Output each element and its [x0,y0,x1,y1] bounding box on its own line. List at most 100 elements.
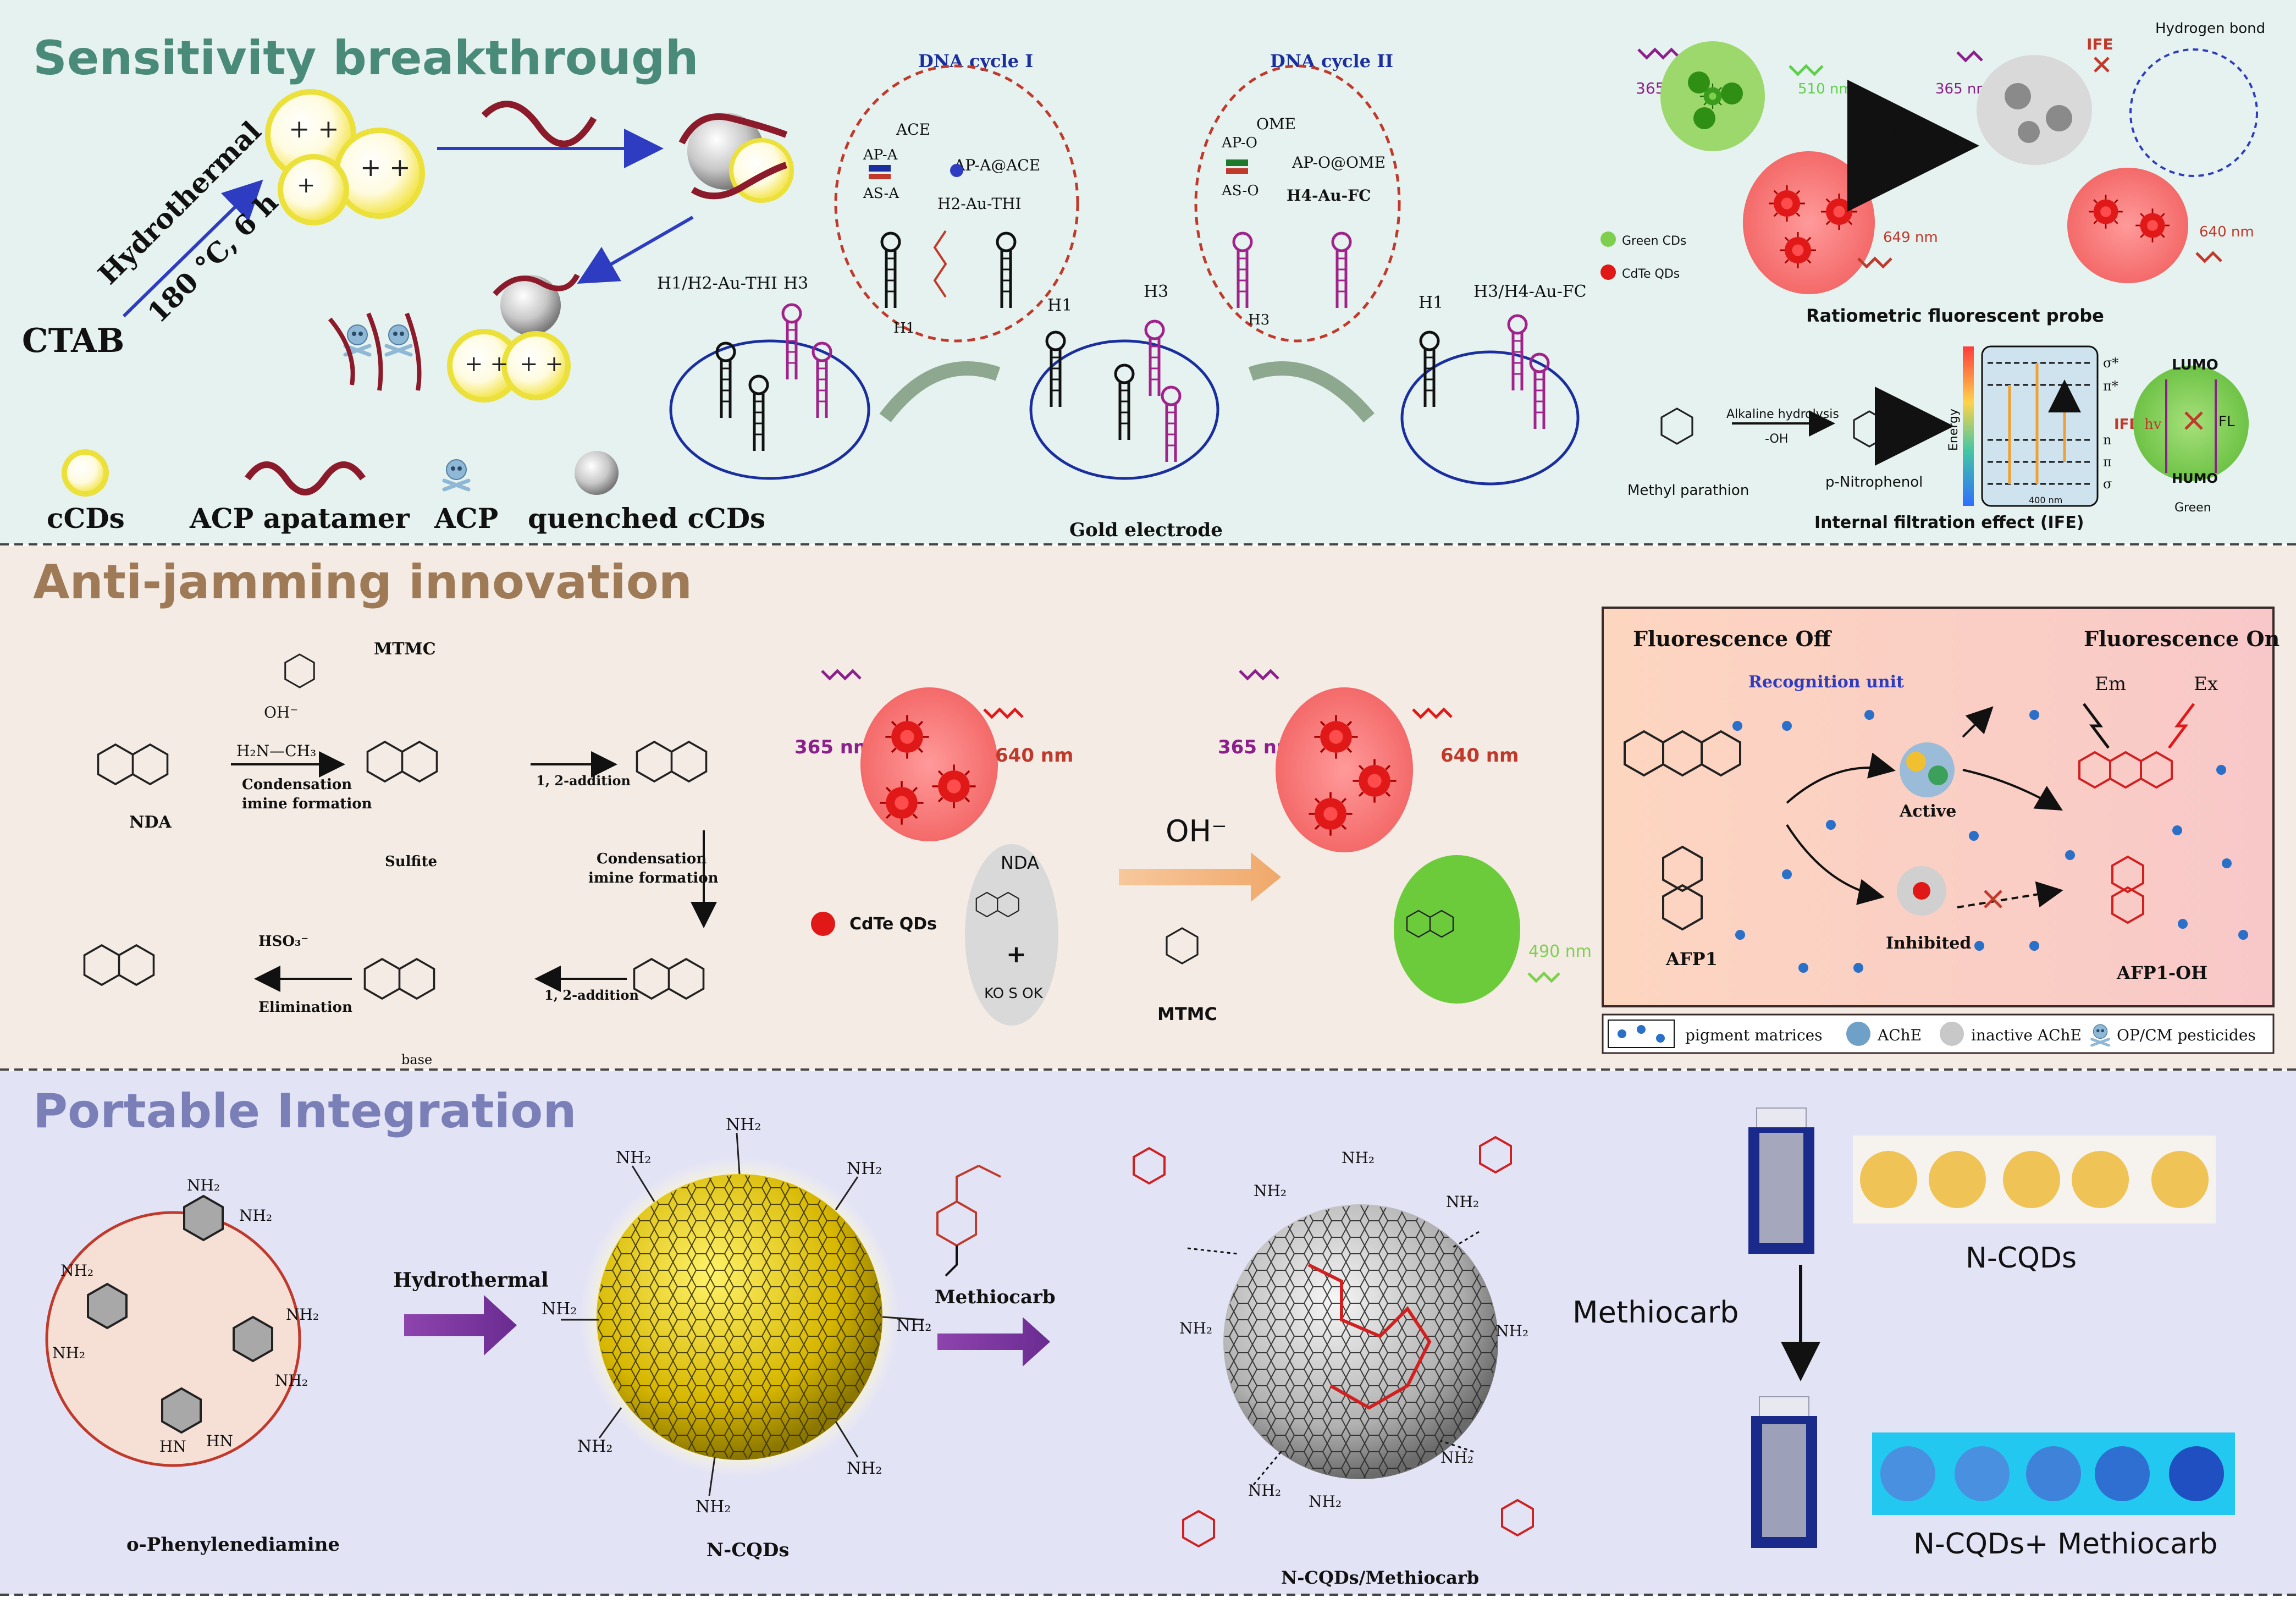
label-640-probe: 640 nm [2199,224,2254,240]
section-sensitivity: Sensitivity breakthrough + + + + + Hydro… [0,0,2296,545]
label-ome: OME [1256,115,1296,133]
label-ace: ACE [896,120,930,139]
cycle-arrow-right [1248,361,1375,423]
mc-nh2-2: NH₂ [1254,1182,1287,1200]
label-640-before: 640 nm [995,745,1073,767]
label-ife-top: IFE [2087,35,2113,53]
reagents: NDA + KO S OK [965,844,1058,1026]
ncqd-blue-spot-5 [2169,1446,2224,1501]
label-ncqds-ball: N-CQDs [707,1539,790,1561]
ncqd-ball: NH₂ NH₂ NH₂ NH₂ NH₂ NH₂ NH₂ NH₂ N-CQDs [542,1115,931,1561]
afp1-panel: Fluorescence Off Fluorescence On Recogni… [1602,607,2280,1054]
label-h3-mid: H3 [1144,282,1168,301]
label-active: Active [1899,802,1956,821]
ncqd-nh2-4: NH₂ [542,1299,577,1319]
label-as-a: AS-A [863,185,899,202]
label-510: 510 nm [1798,81,1853,97]
ncqd-nh2-2: NH₂ [616,1148,651,1167]
section-portable: Portable Integration NH₂ NH₂ NH₂ NH₂ NH₂… [0,1071,2296,1596]
paper-strip-yellow [1853,1136,2216,1224]
ctab-label: CTAB [22,322,124,360]
label-methiocarb-big: Methiocarb [1572,1295,1739,1330]
label-cdte-qds: CdTe QDs [849,914,937,934]
paper-strip-blue [1872,1432,2235,1515]
label-elimination: Elimination [258,999,352,1016]
label-fluorescence-on: Fluorescence On [2084,626,2280,651]
ncqd-blue-spot-1 [1880,1446,1935,1501]
label-pi-star: π* [2103,378,2118,394]
label-imine-1: imine formation [242,796,372,812]
svg-text:+: + [297,173,316,198]
electrode-right: H1 H3/H4-Au-FC [1400,282,1587,486]
label-lumo: LUMO [2172,357,2218,373]
mc-nh2-1: NH₂ [1342,1149,1375,1167]
label-methylamine: H₂N—CH₃ [236,742,316,760]
ife-label: Internal filtration effect (IFE) [1814,513,2084,532]
label-opd: o-Phenylenediamine [126,1534,340,1556]
methiocarb-reagent: Methiocarb [935,1165,1056,1366]
cdte-qds-after: 365 nm 640 nm 490 nm [1218,669,1592,1004]
ncqd-blue-spot-2 [1955,1446,2010,1501]
ncqd-spot-5 [2151,1151,2209,1208]
label-plus: + [1006,940,1026,968]
opd-nh2-1: NH₂ [187,1176,220,1194]
label-imine-2: imine formation [588,870,719,886]
section-title-anti-jamming: Anti-jamming innovation [33,555,692,610]
label-640-after: 640 nm [1440,745,1519,767]
label-em: Em [2095,673,2126,695]
label-490: 490 nm [1528,942,1592,961]
dna-cycle-2: DNA cycle II OME AP-O AS-O AP-O@OME H4-A… [1194,51,1401,343]
ncqd-spot-3 [2003,1151,2060,1208]
cdte-qds-before: 365 nm 640 nm CdTe QDs [794,669,1073,936]
opd-molecules: NH₂ NH₂ NH₂ NH₂ NH₂ NH₂ HN HN o-Phenylen… [45,1176,340,1556]
label-fluorescence-off: Fluorescence Off [1633,626,1833,651]
label-fl: FL [2218,414,2235,430]
opd-nh2-2: NH₂ [239,1206,272,1225]
vial-before [1748,1107,1814,1254]
label-alkaline: Alkaline hydrolysis [1726,407,1839,421]
ccds-cluster: + + + + + [265,89,425,225]
aptamer-wave [481,101,597,147]
label-nda-reagent: NDA [1001,852,1039,873]
dna-cycle-1-title: DNA cycle I [918,51,1033,71]
ncqd-spot-4 [2072,1151,2129,1208]
pigment-dots [1732,710,2248,973]
section-title-portable: Portable Integration [33,1084,577,1139]
label-h1-mid: H1 [1047,296,1072,315]
label-ap-a-ace: AP-A@ACE [953,156,1040,174]
legend-cdte-qds: CdTe QDs [1622,267,1680,281]
ncqd-nh2-5: NH₂ [896,1316,931,1335]
mc-nh2-8: NH₂ [1309,1492,1342,1511]
label-oh-arrow: OH⁻ [1166,814,1227,848]
label-ncqds-methiocarb: N-CQDs/Methiocarb [1281,1567,1479,1588]
legend-ccds: cCDs [47,502,125,535]
dna-cycle-2-title: DNA cycle II [1270,51,1393,71]
ife-mechanism: Alkaline hydrolysis -OH Methyl parathion… [1627,345,2249,532]
gold-electrode-label: Gold electrode [1069,519,1223,541]
legend-inactive-ache: inactive AChE [1971,1026,2082,1044]
label-pi: π [2103,454,2112,470]
label-ap-o-ome: AP-O@OME [1292,153,1386,172]
ratiometric-label: Ratiometric fluorescent probe [1806,305,2104,326]
label-hso3: HSO₃⁻ [258,933,308,950]
ncqd-spot-1 [1860,1151,1917,1208]
mtmc-structure: MTMC [1157,927,1217,1024]
ncqd-nh2-3: NH₂ [847,1159,882,1178]
quench-arrow [577,216,694,284]
label-methiocarb-arrow: Methiocarb [935,1286,1056,1308]
label-mtmc-reagent: MTMC [1157,1004,1217,1024]
label-base: base [401,1052,432,1067]
mc-nh2-3: NH₂ [1446,1193,1479,1211]
electrode-middle: H1 H3 Gold electrode [1029,282,1223,541]
label-oh-ife: -OH [1765,432,1788,446]
label-addition-1: 1, 2-addition [536,773,631,789]
mc-nh2-5: NH₂ [1495,1322,1528,1340]
section-title-sensitivity: Sensitivity breakthrough [33,31,699,86]
label-n: n [2103,432,2111,448]
label-h2-au-thi: H2-Au-THI [937,195,1022,213]
label-afp1-oh: AFP1-OH [2116,962,2207,983]
label-recognition-unit: Recognition unit [1748,673,1904,692]
label-nda-scheme: NDA [129,813,172,832]
oh-arrow [1119,852,1281,902]
label-hydrogen-bond: Hydrogen bond [2155,20,2265,37]
